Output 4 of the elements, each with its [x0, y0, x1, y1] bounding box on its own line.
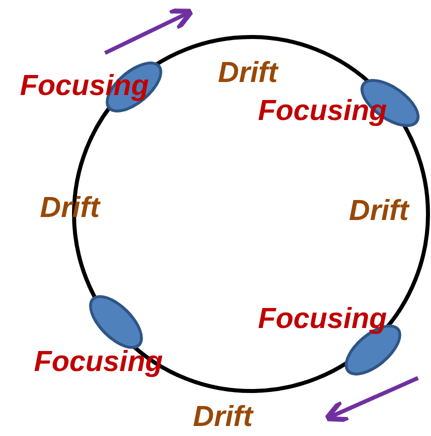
- node-caption: Focusing: [258, 305, 387, 334]
- section-label: Drift: [193, 403, 253, 432]
- section-label: Drift: [349, 197, 409, 226]
- section-label: Drift: [218, 59, 278, 88]
